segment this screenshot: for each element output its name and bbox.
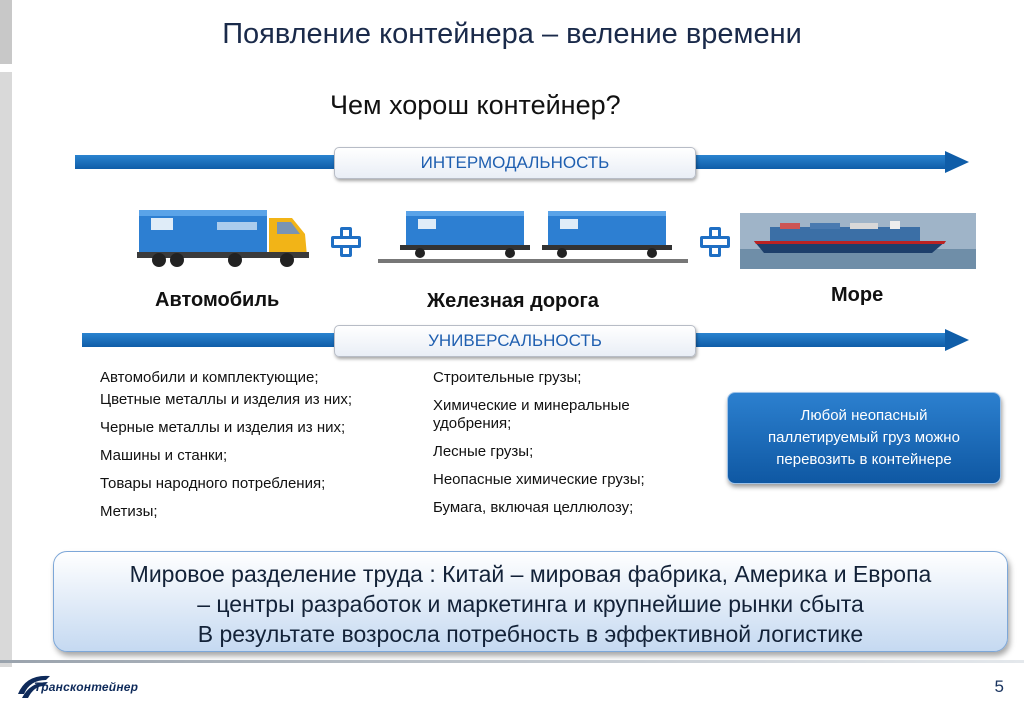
list-item: Метизы;	[100, 503, 158, 520]
list-item: Лесные грузы;	[433, 443, 534, 460]
cargo-list-right: Строительные грузы; Химические и минерал…	[433, 369, 703, 527]
plus-icon-1	[331, 227, 361, 257]
summary-box: Мировое разделение труда : Китай – миров…	[53, 551, 1008, 652]
left-decor-bar-bottom	[0, 72, 12, 667]
info-callout-text: Любой неопасный паллетируемый груз можно…	[768, 407, 960, 468]
list-item: Товары народного потребления;	[100, 475, 326, 492]
list-item: Бумага, включая целлюлозу;	[433, 499, 634, 516]
slide-subtitle: Чем хорош контейнер?	[330, 90, 621, 120]
mode-rail-label: Железная дорога	[427, 290, 599, 312]
slide-title: Появление контейнера – веление времени	[222, 18, 802, 50]
footer-divider	[0, 660, 1024, 663]
page-number: 5	[994, 677, 1004, 696]
info-callout: Любой неопасный паллетируемый груз можно…	[727, 392, 1001, 484]
railcar-image	[378, 211, 688, 263]
universality-label: УНИВЕРСАЛЬНОСТЬ	[334, 325, 696, 357]
summary-line-3: В результате возросла потребность в эффе…	[197, 621, 864, 647]
plus-icon-2	[700, 227, 730, 257]
truck-image	[137, 210, 309, 267]
left-decor-bar-top	[0, 0, 12, 64]
list-item: Строительные грузы;	[433, 369, 582, 386]
universality-band-arrow	[945, 329, 969, 351]
cargo-list-left: Автомобили и комплектующие; Цветные мета…	[100, 369, 420, 531]
summary-line-2: – центры разработок и маркетинга и крупн…	[197, 591, 864, 617]
mode-sea-label: Море	[831, 284, 884, 306]
list-item: Черные металлы и изделия из них;	[100, 419, 346, 436]
list-item: Неопасные химические грузы;	[433, 471, 645, 488]
company-logo-text: Трансконтейнер	[34, 680, 139, 694]
mode-auto-label: Автомобиль	[155, 289, 280, 311]
list-item: Машины и станки;	[100, 447, 228, 464]
ship-image	[740, 213, 976, 269]
list-item: Автомобили и комплектующие;	[100, 369, 319, 386]
intermodality-label: ИНТЕРМОДАЛЬНОСТЬ	[334, 147, 696, 179]
list-item: Химические и минеральные удобрения;	[433, 397, 630, 432]
summary-line-1: Мировое разделение труда : Китай – миров…	[129, 561, 932, 587]
intermodality-band-arrow	[945, 151, 969, 173]
list-item: Цветные металлы и изделия из них;	[100, 391, 353, 408]
company-logo	[18, 675, 50, 698]
